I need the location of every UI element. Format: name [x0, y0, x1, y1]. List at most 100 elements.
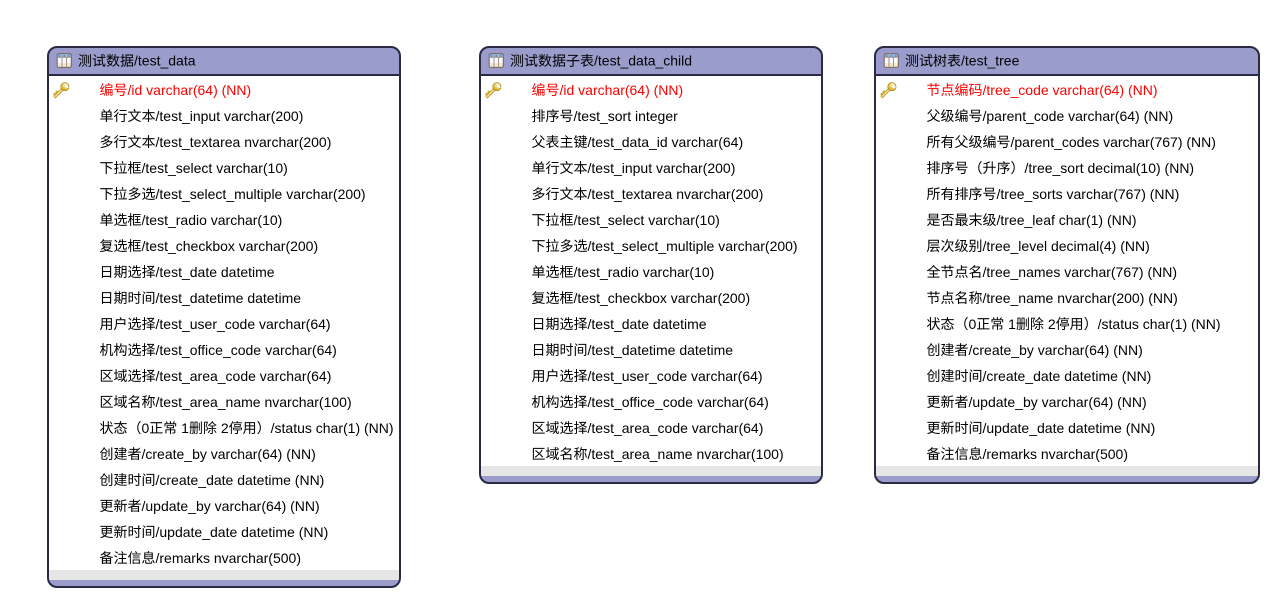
svg-text:/test_area_code: /test_area_code [588, 420, 689, 436]
svg-text:(NN): (NN) [364, 420, 394, 436]
svg-text:/status: /status [271, 420, 312, 436]
svg-text:/test_textarea: /test_textarea [156, 134, 241, 150]
svg-text:varchar(200): varchar(200) [671, 290, 750, 306]
svg-text:(NN): (NN) [1191, 316, 1221, 332]
svg-text:varchar(64): varchar(64) [215, 498, 287, 514]
svg-text:/test_radio: /test_radio [142, 212, 208, 228]
svg-text:/test_select_multiple: /test_select_multiple [156, 186, 283, 202]
svg-text:(NN): (NN) [1117, 394, 1147, 410]
svg-text:1: 1 [181, 420, 189, 436]
svg-text:/remarks: /remarks [983, 446, 1037, 462]
svg-text:0: 0 [969, 316, 977, 332]
svg-text:/create_by: /create_by [969, 342, 1034, 358]
svg-text:datetime: datetime [221, 264, 275, 280]
svg-text:/tree_sorts: /tree_sorts [997, 186, 1063, 202]
svg-text:/test_date: /test_date [588, 316, 650, 332]
svg-text:nvarchar(200): nvarchar(200) [676, 186, 763, 202]
svg-text:(NN): (NN) [299, 524, 329, 540]
svg-text:(NN): (NN) [1128, 82, 1158, 98]
svg-text:nvarchar(100): nvarchar(100) [696, 446, 783, 462]
svg-text:(NN): (NN) [654, 82, 684, 98]
svg-text:/test_datetime: /test_datetime [156, 290, 244, 306]
svg-text:/update_date: /update_date [983, 420, 1065, 436]
svg-text:char(1): char(1) [316, 420, 360, 436]
svg-text:/parent_codes: /parent_codes [1011, 134, 1100, 150]
svg-text:/test_checkbox: /test_checkbox [574, 290, 667, 306]
svg-text:varchar(64): varchar(64) [259, 316, 331, 332]
svg-text:/test_datetime: /test_datetime [588, 342, 676, 358]
svg-text:/update_date: /update_date [156, 524, 238, 540]
svg-text:datetime: datetime [1064, 368, 1118, 384]
svg-text:/test_sort: /test_sort [574, 108, 632, 124]
svg-text:0: 0 [142, 420, 150, 436]
svg-text:decimal(10): decimal(10) [1088, 160, 1161, 176]
svg-text:(NN): (NN) [286, 446, 316, 462]
svg-text:varchar(64): varchar(64) [1068, 108, 1140, 124]
svg-text:2: 2 [1048, 316, 1056, 332]
svg-text:/tree_leaf: /tree_leaf [997, 212, 1055, 228]
svg-text:(NN): (NN) [1122, 368, 1152, 384]
svg-text:varchar(64): varchar(64) [697, 394, 769, 410]
svg-text:/update_by: /update_by [969, 394, 1038, 410]
svg-text:/id: /id [560, 82, 575, 98]
svg-text:(NN): (NN) [1107, 212, 1137, 228]
svg-text:/test_date: /test_date [156, 264, 218, 280]
svg-text:datetime: datetime [1068, 420, 1122, 436]
svg-text:/test_user_code: /test_user_code [588, 368, 688, 384]
svg-text:decimal(4): decimal(4) [1051, 238, 1116, 254]
svg-text:/test_area_code: /test_area_code [156, 368, 257, 384]
svg-text:integer: integer [635, 108, 678, 124]
svg-text:/test_area_name: /test_area_name [156, 394, 261, 410]
svg-text:/tree_sort: /tree_sort [1025, 160, 1084, 176]
svg-text:(NN): (NN) [1120, 238, 1150, 254]
svg-text:(NN): (NN) [290, 498, 320, 514]
svg-text:datetime: datetime [653, 316, 707, 332]
svg-text:/test_select_multiple: /test_select_multiple [588, 238, 715, 254]
svg-text:(NN): (NN) [1150, 186, 1180, 202]
svg-text:datetime: datetime [247, 290, 301, 306]
svg-text:/test_input: /test_input [588, 160, 653, 176]
svg-text:/tree_names: /tree_names [983, 264, 1061, 280]
svg-text:(NN): (NN) [295, 472, 325, 488]
svg-text:varchar(64): varchar(64) [260, 368, 332, 384]
svg-text:nvarchar(500): nvarchar(500) [1041, 446, 1128, 462]
svg-text:(NN): (NN) [1148, 290, 1178, 306]
svg-text:1: 1 [1008, 316, 1016, 332]
svg-text:/test_data: /test_data [134, 53, 196, 69]
svg-text:datetime: datetime [237, 472, 291, 488]
svg-text:/id: /id [128, 82, 143, 98]
svg-text:varchar(64): varchar(64) [672, 134, 744, 150]
svg-text:varchar(10): varchar(10) [648, 212, 720, 228]
svg-text:/tree_code: /tree_code [983, 82, 1049, 98]
svg-text:/test_office_code: /test_office_code [156, 342, 262, 358]
svg-text:varchar(64): varchar(64) [146, 82, 218, 98]
svg-text:varchar(64): varchar(64) [1038, 342, 1110, 358]
svg-text:/test_select: /test_select [142, 160, 213, 176]
svg-text:/test_user_code: /test_user_code [156, 316, 256, 332]
svg-text:/test_select: /test_select [574, 212, 645, 228]
svg-text:varchar(200): varchar(200) [224, 108, 303, 124]
svg-text:/test_data_id: /test_data_id [588, 134, 668, 150]
svg-text:varchar(10): varchar(10) [643, 264, 715, 280]
svg-text:varchar(767): varchar(767) [1064, 264, 1143, 280]
svg-text:/test_tree: /test_tree [961, 53, 1020, 69]
svg-text:varchar(200): varchar(200) [239, 238, 318, 254]
svg-text:/test_checkbox: /test_checkbox [142, 238, 235, 254]
svg-text:/create_date: /create_date [983, 368, 1061, 384]
svg-text:(NN): (NN) [1186, 134, 1216, 150]
svg-text:/test_input: /test_input [156, 108, 221, 124]
svg-text:varchar(64): varchar(64) [1042, 394, 1114, 410]
svg-text:varchar(200): varchar(200) [718, 238, 797, 254]
svg-text:/create_date: /create_date [156, 472, 234, 488]
svg-text:2: 2 [221, 420, 229, 436]
svg-text:nvarchar(500): nvarchar(500) [214, 550, 301, 566]
svg-text:/remarks: /remarks [156, 550, 210, 566]
svg-text:(NN): (NN) [1126, 420, 1156, 436]
svg-text:/create_by: /create_by [142, 446, 207, 462]
svg-text:/test_area_name: /test_area_name [588, 446, 693, 462]
svg-text:char(1): char(1) [1143, 316, 1187, 332]
svg-text:/test_data_child: /test_data_child [594, 53, 692, 69]
svg-text:/test_textarea: /test_textarea [588, 186, 673, 202]
svg-text:varchar(64): varchar(64) [692, 420, 764, 436]
svg-text:(NN): (NN) [222, 82, 252, 98]
